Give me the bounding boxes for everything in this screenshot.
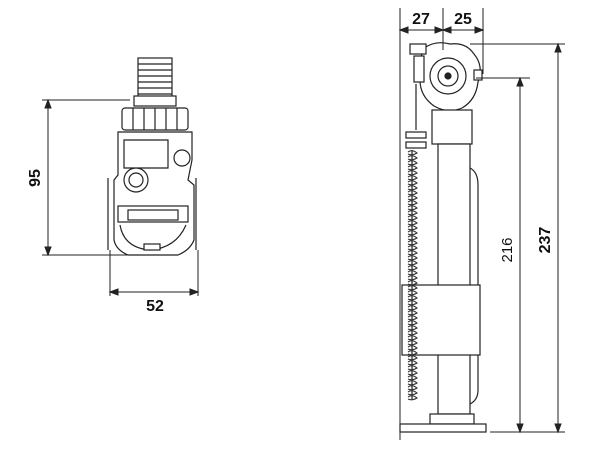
spring-coil [407,200,418,206]
spring-coil [407,320,418,326]
front-view-valve [107,57,197,256]
valve-body [107,131,197,256]
spring-coil [407,325,418,331]
spring-coil [407,385,418,391]
dim-inner-height: 216 [499,237,516,262]
spring-coil [407,155,418,161]
spring-coil [407,190,418,196]
spring-coil [407,380,418,386]
spring-coil [407,335,418,341]
spring-coil [407,210,418,216]
spring-coil [407,185,418,191]
spring-coil [407,395,418,401]
dim-total-height: 237 [537,227,554,254]
spring-coil [407,310,418,316]
spring-coil [407,295,418,301]
spring-coil [407,340,418,346]
spring-coil [407,260,418,266]
spring-coil [407,215,418,221]
spring-coil [407,315,418,321]
spring-coil [407,300,418,306]
spring-coil [407,285,418,291]
spring-coil [407,275,418,281]
spring-coils [407,150,418,401]
spring-coil [407,250,418,256]
spring-coil [407,150,418,156]
spring-coil [407,270,418,276]
spring-coil [407,220,418,226]
spring-coil [407,175,418,181]
top-mechanism [409,42,483,112]
spring-coil [407,165,418,171]
spring-coil [407,360,418,366]
hex-nut [121,107,189,131]
spring-coil [407,245,418,251]
spring-coil [407,195,418,201]
spring-coil [407,160,418,166]
side-view-valve [399,42,487,433]
spring-coil [407,375,418,381]
spring-coil [407,350,418,356]
spring-coil [407,235,418,241]
spring-coil [407,290,418,296]
spring-coil [407,355,418,361]
dimension-lines-front [42,98,200,296]
threaded-inlet [133,57,177,107]
spring-coil [407,180,418,186]
spring-coil [407,205,418,211]
dim-top-left-width: 27 [412,11,430,28]
spring-coil [407,265,418,271]
spring-coil [407,255,418,261]
spring-coil [407,390,418,396]
main-tube [399,109,487,433]
spring-coil [407,280,418,286]
spring-coil [407,305,418,311]
spring-coil [407,170,418,176]
dim-top-right-width: 25 [454,11,472,28]
spring-coil [407,330,418,336]
spring-coil [407,365,418,371]
spring-coil [407,225,418,231]
dimension-lines-side [398,8,565,440]
spring-coil [407,230,418,236]
spring-coil [407,370,418,376]
dim-front-width: 52 [146,298,164,315]
dim-front-height: 95 [27,169,44,187]
spring-coil [407,345,418,351]
spring-coil [407,240,418,246]
